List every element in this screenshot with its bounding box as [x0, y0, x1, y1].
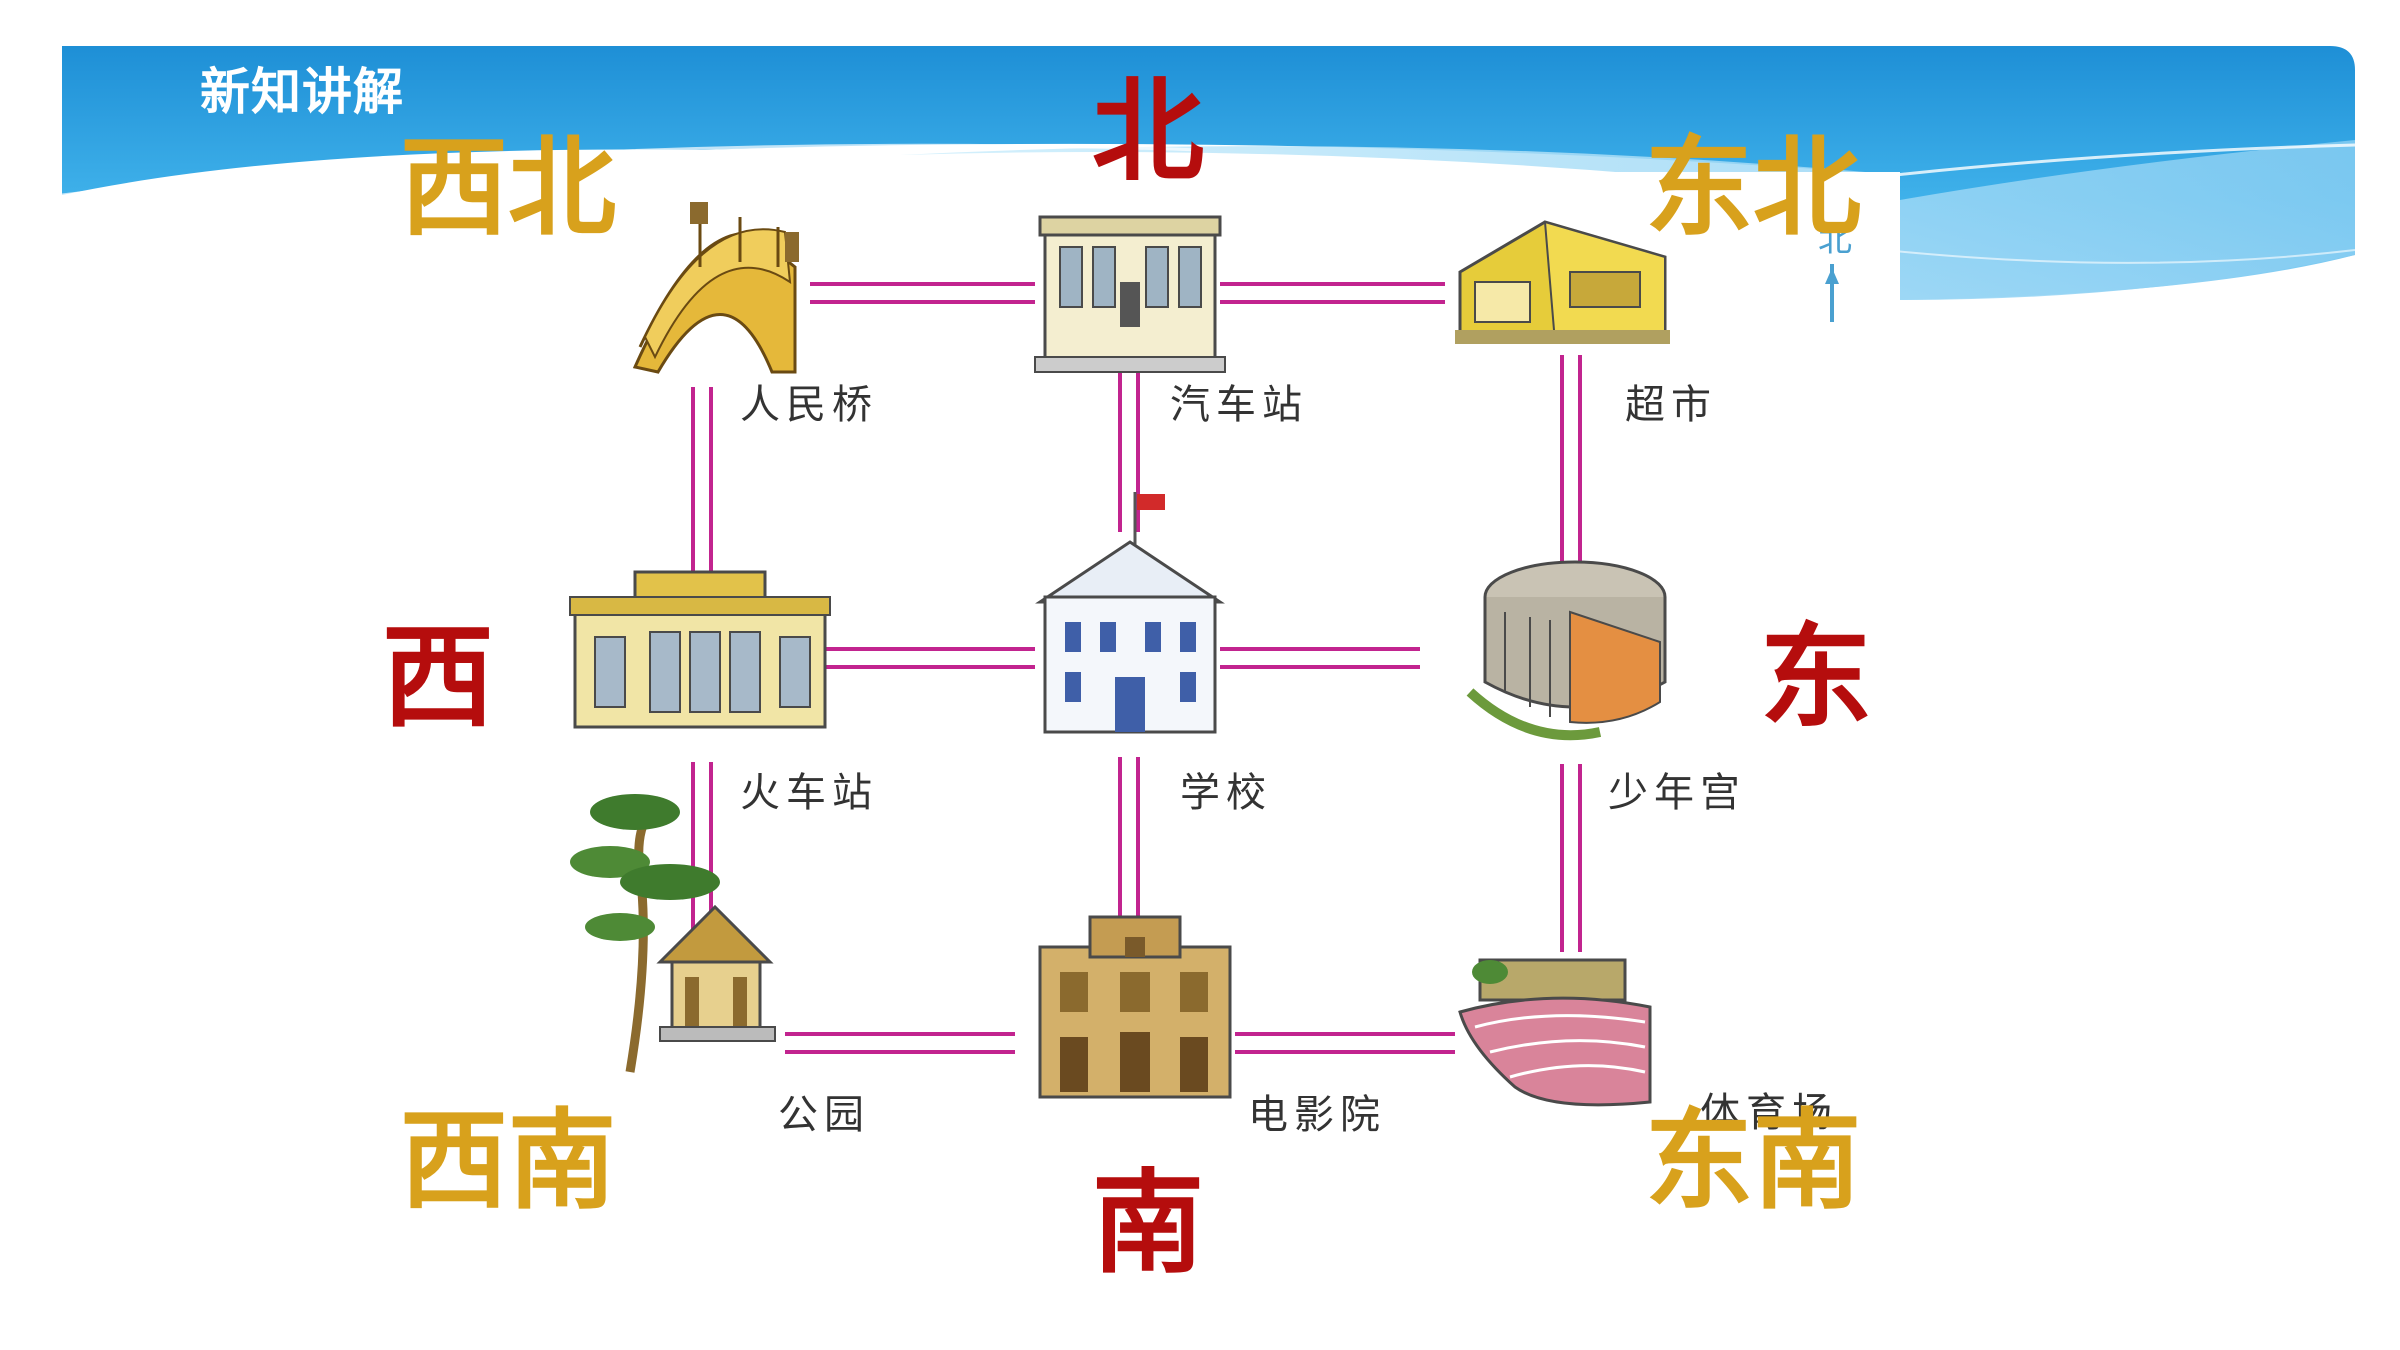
- road-youth-stadium: [1560, 764, 1582, 952]
- park-pavilion: [570, 794, 776, 1073]
- direction-northeast: 东北: [1645, 126, 1862, 251]
- compass-arrowhead: [1825, 268, 1839, 284]
- road-school-cinema: [1118, 757, 1140, 930]
- cinema-building: [1038, 915, 1232, 1099]
- road-supermarket-youth: [1560, 355, 1582, 574]
- map-graphic: [569, 202, 1839, 1107]
- direction-south: 南: [1092, 1159, 1204, 1289]
- place-label-bus-station: 汽车站: [1170, 382, 1308, 428]
- compass-label: 北: [1818, 220, 1852, 260]
- direction-east: 东: [1760, 613, 1872, 743]
- campus-map: 北 人民桥 汽车站 超市 火车站 学校 少年宫 公园 电影院 体育场: [540, 172, 1900, 1138]
- place-label-school: 学校: [1180, 770, 1272, 816]
- place-label-supermarket: 超市: [1625, 382, 1717, 428]
- direction-northwest: 西北: [400, 126, 617, 251]
- train-station-building: [569, 570, 831, 729]
- road-school-youth: [1220, 647, 1420, 669]
- place-label-cinema: 电影院: [1248, 1092, 1386, 1138]
- bridge-building: [632, 202, 799, 374]
- road-park-cinema: [785, 1032, 1015, 1054]
- place-label-train-station: 火车站: [740, 770, 878, 816]
- place-label-people-bridge: 人民桥: [740, 382, 878, 428]
- road-train-school: [820, 647, 1035, 669]
- road-bus-supermarket: [1220, 282, 1445, 304]
- school-building: [1035, 492, 1225, 734]
- direction-southeast: 东南: [1645, 1099, 1862, 1224]
- youth-palace-building: [1466, 560, 1667, 741]
- direction-north: 北: [1092, 67, 1204, 197]
- supermarket-building: [1455, 220, 1670, 344]
- slide-title: 新知讲解: [200, 63, 404, 121]
- road-cinema-stadium: [1235, 1032, 1455, 1054]
- place-label-stadium: 体育场: [1700, 1090, 1838, 1136]
- road-bridge-bus: [810, 282, 1035, 304]
- direction-southwest: 西南: [400, 1099, 617, 1224]
- direction-west: 西: [382, 613, 494, 743]
- place-label-youth-palace: 少年宫: [1608, 770, 1746, 816]
- stadium-building: [1458, 958, 1652, 1107]
- road-bridge-train: [691, 387, 713, 597]
- place-label-park: 公园: [778, 1092, 870, 1138]
- bus-station-building: [1034, 215, 1226, 373]
